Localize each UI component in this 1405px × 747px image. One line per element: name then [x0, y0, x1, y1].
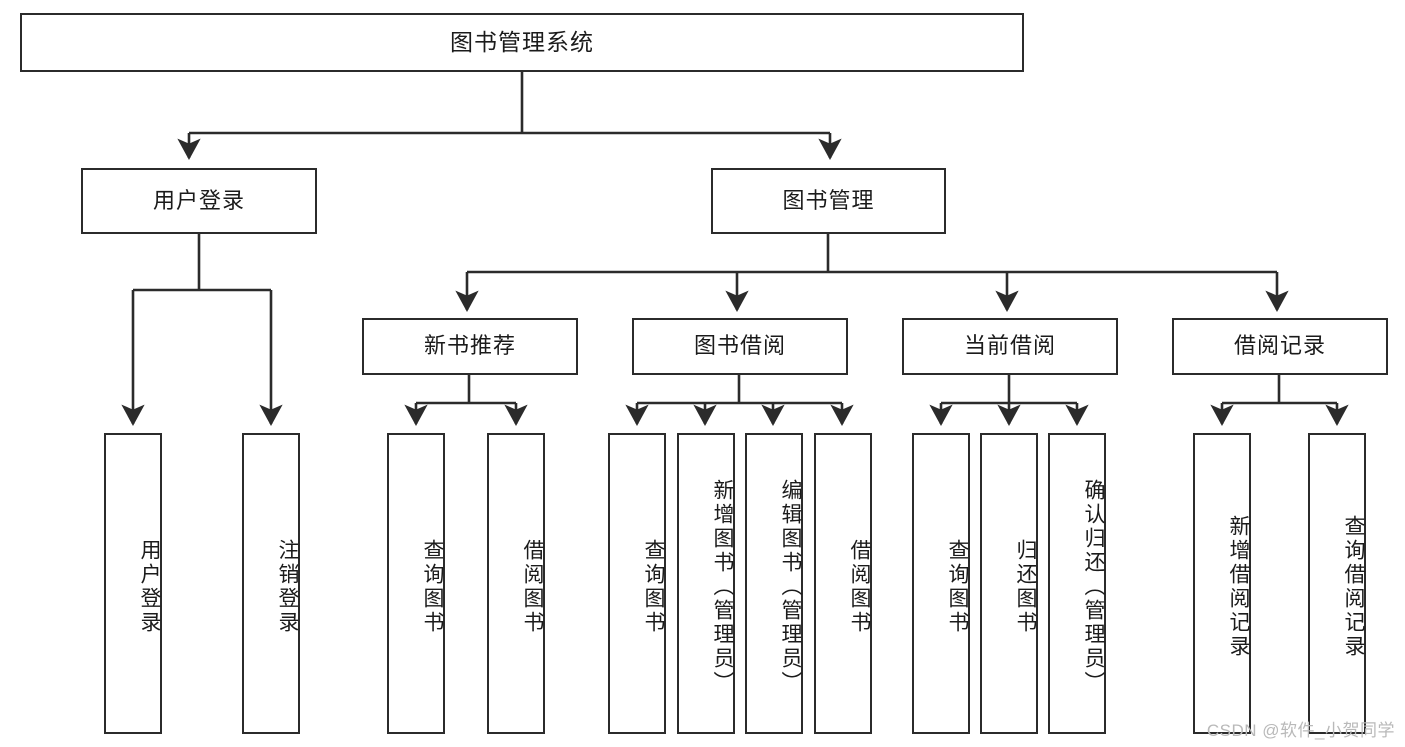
node-label: 归还图书	[1014, 538, 1037, 635]
node-label: 新书推荐	[423, 333, 516, 359]
node-label: 图书借阅	[693, 333, 786, 359]
node-new-book-recommendation[interactable]: 新书推荐	[362, 318, 578, 375]
node-label: 查询图书	[642, 538, 665, 635]
node-label: 借阅记录	[1233, 333, 1326, 359]
node-book-borrowing[interactable]: 图书借阅	[632, 318, 848, 375]
leaf-new-book-borrow[interactable]: 借阅图书	[487, 433, 545, 734]
node-label: 注销登录	[276, 538, 299, 635]
leaf-book-borrow-edit[interactable]: 编辑图书（管理员）	[745, 433, 803, 734]
node-label: 查询图书	[946, 538, 969, 635]
node-label: 查询图书	[421, 538, 444, 635]
node-root-system[interactable]: 图书管理系统	[20, 13, 1024, 72]
node-label: 当前借阅	[963, 333, 1056, 359]
leaf-book-borrow-borrow[interactable]: 借阅图书	[814, 433, 872, 734]
node-label: 用户登录	[152, 187, 245, 213]
node-current-borrowing[interactable]: 当前借阅	[902, 318, 1118, 375]
leaf-current-borrow-return[interactable]: 归还图书	[980, 433, 1038, 734]
node-label: 确认归还（管理员）	[1082, 478, 1105, 695]
node-label: 新增借阅记录	[1227, 514, 1250, 659]
node-label: 编辑图书（管理员）	[779, 478, 802, 695]
leaf-user-login-logout[interactable]: 注销登录	[242, 433, 300, 734]
node-label: 借阅图书	[521, 538, 544, 635]
leaf-current-borrow-confirm-return[interactable]: 确认归还（管理员）	[1048, 433, 1106, 734]
leaf-user-login-login[interactable]: 用户登录	[104, 433, 162, 734]
node-label: 图书管理系统	[450, 28, 594, 55]
node-label: 新增图书（管理员）	[711, 478, 734, 695]
leaf-book-borrow-add[interactable]: 新增图书（管理员）	[677, 433, 735, 734]
node-label: 用户登录	[138, 538, 161, 635]
node-label: 借阅图书	[848, 538, 871, 635]
leaf-current-borrow-query[interactable]: 查询图书	[912, 433, 970, 734]
node-label: 查询借阅记录	[1342, 514, 1365, 659]
node-borrow-records[interactable]: 借阅记录	[1172, 318, 1388, 375]
node-user-login[interactable]: 用户登录	[81, 168, 317, 234]
watermark-text: CSDN @软件_小贺同学	[1206, 721, 1395, 740]
leaf-book-borrow-query[interactable]: 查询图书	[608, 433, 666, 734]
node-label: 图书管理	[782, 187, 875, 213]
leaf-new-book-query[interactable]: 查询图书	[387, 433, 445, 734]
leaf-record-query[interactable]: 查询借阅记录	[1308, 433, 1366, 734]
leaf-record-add[interactable]: 新增借阅记录	[1193, 433, 1251, 734]
node-book-management[interactable]: 图书管理	[711, 168, 946, 234]
